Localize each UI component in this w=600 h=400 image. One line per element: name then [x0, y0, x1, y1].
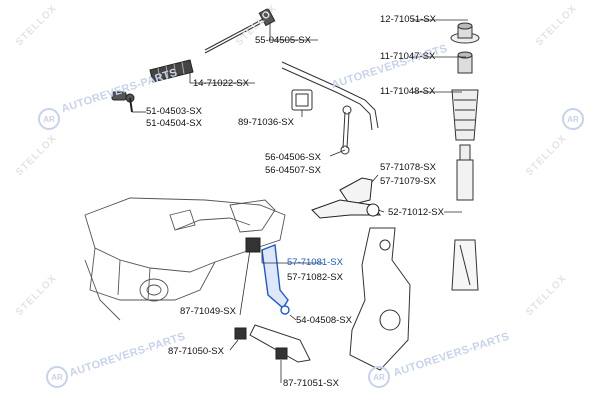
ar-badge-icon: AR — [562, 108, 584, 130]
part-label-51-04503[interactable]: 51-04503-SX — [146, 106, 202, 117]
knuckle-drawing — [349, 227, 411, 371]
part-label-87-71049[interactable]: 87-71049-SX — [180, 306, 236, 317]
part-label-57-71079[interactable]: 57-71079-SX — [380, 176, 436, 187]
part-label-52-71012[interactable]: 52-71012-SX — [388, 207, 444, 218]
ar-badge-icon: AR — [46, 366, 68, 388]
part-label-87-71050[interactable]: 87-71050-SX — [168, 346, 224, 357]
part-label-56-04506[interactable]: 56-04506-SX — [265, 152, 321, 163]
tension-rod-drawing — [249, 324, 311, 363]
part-label-55-04505[interactable]: 55-04505-SX — [255, 35, 311, 46]
part-label-89-71036[interactable]: 89-71036-SX — [238, 117, 294, 128]
part-label-54-04508[interactable]: 54-04508-SX — [296, 315, 352, 326]
part-label-12-71051[interactable]: 12-71051-SX — [380, 14, 436, 25]
upper-control-arm-drawing — [311, 177, 382, 219]
part-label-56-04507[interactable]: 56-04507-SX — [265, 165, 321, 176]
stabilizer-link-drawing — [340, 105, 352, 155]
part-label-57-71082[interactable]: 57-71082-SX — [287, 272, 343, 283]
part-label-57-71078[interactable]: 57-71078-SX — [380, 162, 436, 173]
part-label-87-71051[interactable]: 87-71051-SX — [283, 378, 339, 389]
lower-control-arm-selected-drawing — [261, 244, 290, 315]
subframe-drawing — [84, 197, 286, 321]
boot-drawing — [149, 59, 194, 83]
part-label-14-71022[interactable]: 14-71022-SX — [193, 78, 249, 89]
tie-rod-end-drawing — [111, 91, 135, 113]
ar-badge-icon: AR — [368, 366, 390, 388]
leader-lines — [132, 19, 468, 383]
part-label-51-04504[interactable]: 51-04504-SX — [146, 118, 202, 129]
part-label-11-71048[interactable]: 11-71048-SX — [380, 86, 436, 97]
part-label-57-71081-selected[interactable]: 57-71081-SX — [287, 257, 343, 268]
bushings-drawing — [234, 237, 288, 360]
part-label-11-71047[interactable]: 11-71047-SX — [380, 51, 436, 62]
strut-assembly-drawing — [450, 22, 480, 291]
ar-badge-icon: AR — [38, 108, 60, 130]
